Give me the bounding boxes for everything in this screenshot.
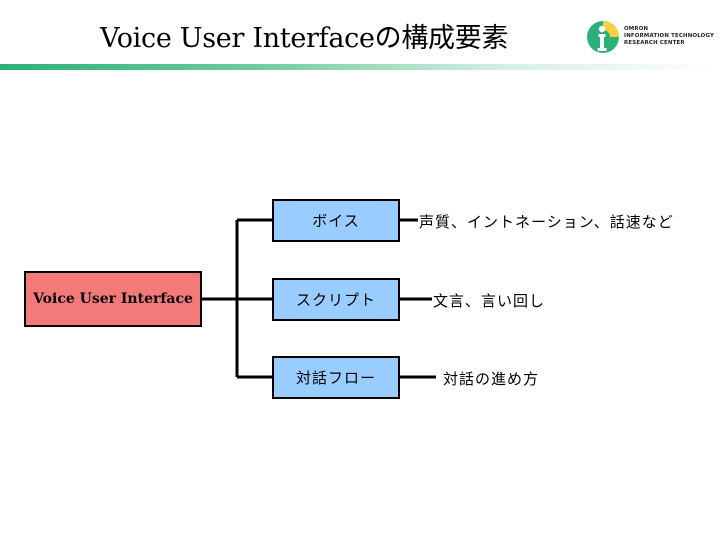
omron-logo: OMRON INFORMATION TECHNOLOGY RESEARCH CE… (586, 20, 716, 56)
logo-text: OMRON INFORMATION TECHNOLOGY RESEARCH CE… (624, 26, 716, 47)
node-script: スクリプト (272, 278, 400, 321)
logo-line: RESEARCH CENTER (624, 40, 685, 46)
header-divider (0, 64, 719, 70)
desc-script: 文言、言い回し (432, 290, 547, 311)
slide-title: Voice User Interfaceの構成要素 (100, 23, 509, 54)
node-dialog-flow: 対話フロー (272, 356, 400, 399)
omron-info-i-logo-icon (587, 21, 619, 53)
node-voice: ボイス (272, 199, 400, 242)
desc-dialog-flow: 対話の進め方 (442, 368, 541, 389)
logo-line: OMRON (624, 26, 649, 32)
root-node-voice-user-interface: Voice User Interface (24, 271, 202, 327)
logo-line: INFORMATION TECHNOLOGY (624, 33, 715, 39)
desc-voice: 声質、イントネーション、話速など (418, 211, 675, 232)
